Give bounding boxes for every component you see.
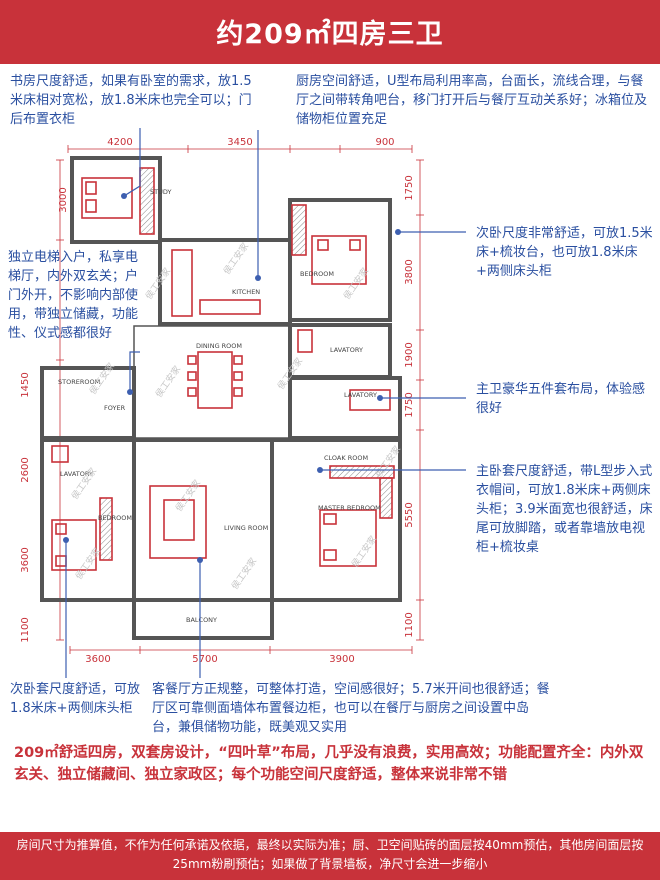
dim-right-4: 1750 bbox=[404, 392, 415, 417]
note-second-bedroom: 次卧尺度非常舒适，可放1.5米床+梳妆台，也可放1.8米床+两侧床头柜 bbox=[476, 226, 653, 279]
master-walls bbox=[270, 438, 402, 602]
note-study: 书房尺度舒适，如果有卧室的需求，放1.5米床相对宽松，放1.8米床也完全可以；门… bbox=[10, 74, 252, 127]
leader-dot bbox=[127, 389, 133, 395]
dim-top-2: 3450 bbox=[227, 137, 252, 148]
room-living: LIVING ROOM bbox=[224, 524, 268, 532]
dining-walls bbox=[133, 325, 291, 439]
room-lavatory-e: LAVATORY bbox=[330, 346, 363, 354]
watermark: 侯工安家 bbox=[73, 545, 103, 581]
summary: 209㎡舒适四房，双套房设计，“四叶草”布局，几乎没有浪费，实用高效；功能配置齐… bbox=[14, 745, 644, 783]
watermark: 侯工安家 bbox=[173, 477, 203, 513]
bedroom-ne-walls bbox=[288, 198, 392, 322]
balcony-walls bbox=[132, 598, 274, 640]
note-master-bath: 主卫豪华五件套布局，体验感很好 bbox=[476, 382, 646, 416]
dim-top-1: 4200 bbox=[107, 137, 132, 148]
room-foyer: FOYER bbox=[104, 404, 126, 412]
dim-right-6: 1100 bbox=[404, 612, 415, 637]
dim-bottom-1: 3600 bbox=[85, 654, 110, 665]
note-living: 客餐厅方正规整，可整体打造，空间感很好；5.7米开间也很舒适；餐厅区可靠侧面墙体… bbox=[152, 682, 550, 735]
leader-dot bbox=[197, 557, 203, 563]
room-cloak: CLOAK ROOM bbox=[324, 454, 368, 462]
watermark: 侯工安家 bbox=[143, 265, 173, 301]
dim-bottom-2: 5700 bbox=[192, 654, 217, 665]
lavatory-mid-walls bbox=[288, 376, 402, 440]
room-bedroom-w: BEDROOM bbox=[98, 514, 132, 522]
leader-dot bbox=[395, 229, 401, 235]
room-bedroom-ne: BEDROOM bbox=[300, 270, 334, 278]
leader-dot bbox=[255, 275, 261, 281]
room-dining: DINING ROOM bbox=[196, 342, 242, 350]
dim-left-5: 1100 bbox=[20, 617, 31, 642]
room-lavatory-mid: LAVATORY bbox=[344, 391, 377, 399]
dim-right-3: 1900 bbox=[404, 342, 415, 367]
note-entry: 独立电梯入户，私享电梯厅，内外双玄关；户门外开，不影响内部使用，带独立储藏，功能… bbox=[8, 250, 139, 341]
watermark: 侯工安家 bbox=[153, 363, 183, 399]
room-lavatory-w: LAVATORY bbox=[60, 470, 93, 478]
watermark: 侯工安家 bbox=[221, 240, 251, 276]
dim-left-4: 3600 bbox=[20, 547, 31, 572]
leader-dot bbox=[377, 395, 383, 401]
leader-dot bbox=[317, 467, 323, 473]
leader-lines bbox=[65, 128, 466, 678]
dim-right-1: 1750 bbox=[404, 175, 415, 200]
leader-dot bbox=[63, 537, 69, 543]
leader-dot bbox=[121, 193, 127, 199]
note-sub-suite: 次卧套尺度舒适，可放1.8米床+两侧床头柜 bbox=[10, 682, 141, 716]
page-title: 约209㎡四房三卫 bbox=[216, 19, 444, 50]
room-kitchen: KITCHEN bbox=[232, 288, 260, 296]
dim-top-3: 900 bbox=[375, 137, 394, 148]
living-walls bbox=[132, 438, 274, 602]
dim-right-5: 5550 bbox=[404, 502, 415, 527]
note-master-suite: 主卧套尺度舒适，带L型步入式衣帽间，可放1.8米床+两侧床头柜；3.9米面宽也很… bbox=[476, 464, 653, 555]
room-balcony: BALCONY bbox=[186, 616, 217, 624]
dim-left-1: 3000 bbox=[58, 187, 69, 212]
watermark: 侯工安家 bbox=[349, 533, 379, 569]
study-walls bbox=[70, 156, 162, 244]
furniture bbox=[51, 167, 395, 571]
title-banner: 约209㎡四房三卫 bbox=[0, 0, 660, 64]
room-storeroom: STOREROOM bbox=[58, 378, 100, 386]
dim-bottom-3: 3900 bbox=[329, 654, 354, 665]
dim-left-2: 1450 bbox=[20, 372, 31, 397]
disclaimer-footer: 房间尺寸为推算值，不作为任何承诺及依据，最终以实际为准；厨、卫空间贴砖的面层按4… bbox=[0, 832, 660, 880]
note-kitchen: 厨房空间舒适，U型布局利用率高，台面长，流线合理，与餐厅之间带转角吧台，移门打开… bbox=[296, 74, 648, 127]
room-master: MASTER BEDROOM bbox=[318, 504, 381, 512]
watermark: 侯工安家 bbox=[229, 555, 259, 591]
room-study: STUDY bbox=[150, 188, 172, 196]
dim-left-3: 2600 bbox=[20, 457, 31, 482]
walls bbox=[40, 156, 402, 640]
dim-right-2: 3800 bbox=[404, 259, 415, 284]
kitchen-walls bbox=[158, 238, 292, 326]
